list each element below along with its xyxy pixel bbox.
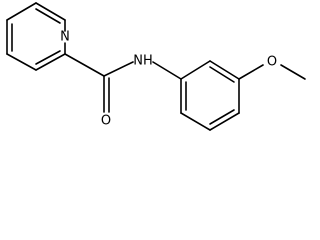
bond [209,60,240,80]
amide-nitrogen-label: NH [133,54,153,69]
pyridine-nitrogen-label: N [60,30,70,45]
bond [35,53,66,71]
methoxy-group [238,64,306,80]
bond [209,109,235,125]
amide-group [64,53,182,113]
bond [35,50,61,65]
bond [180,112,211,131]
bond [152,61,182,80]
bond [180,60,211,80]
bond [35,2,66,21]
bond [238,64,264,80]
bond [209,112,240,131]
bond [35,8,61,24]
bond [6,53,37,71]
bond [6,2,37,21]
bond [280,64,306,80]
benzene-ring [180,60,240,131]
chemical-structure: N NH O O [6,2,306,131]
carbonyl-oxygen-label: O [101,114,111,129]
pyridine-ring [6,2,66,71]
bond [209,66,235,83]
bond [103,61,134,77]
methoxy-oxygen-label: O [267,55,277,70]
bond [64,53,105,77]
